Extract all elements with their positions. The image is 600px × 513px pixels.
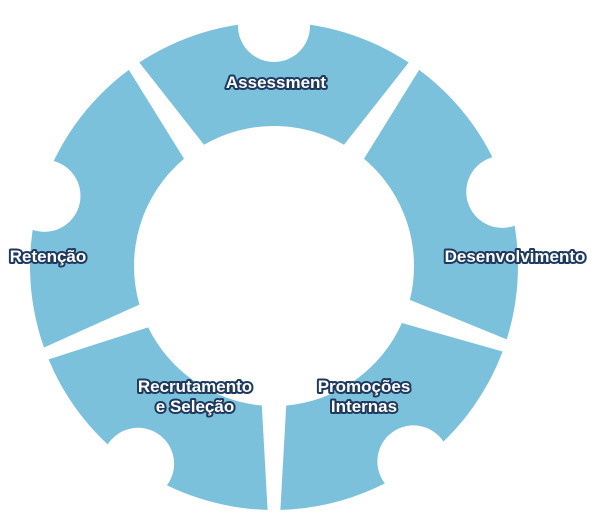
segment-promocoes-internas [280,322,503,510]
label-line: Retenção [10,247,87,266]
notch-desenvolvimento [466,155,539,228]
label-assessment: Assessment [226,73,327,92]
notch-recrutamento-selecao [102,427,175,500]
notch-retencao [8,159,81,232]
label-line: e Seleção [156,397,234,416]
label-line: Promoções [318,377,411,396]
label-line: Assessment [226,73,327,92]
segment-assessment [139,22,409,145]
label-line: Internas [331,397,397,416]
segment-retencao [30,69,185,348]
segment-desenvolvimento [363,69,518,340]
label-retencao: Retenção [10,247,87,266]
label-line: Recrutamento [138,377,252,396]
notch-promocoes-internas [377,425,450,498]
notch-assessment [238,0,310,62]
segment-recrutamento-selecao [48,327,268,510]
label-line: Desenvolvimento [445,247,586,266]
label-desenvolvimento: Desenvolvimento [445,247,586,266]
